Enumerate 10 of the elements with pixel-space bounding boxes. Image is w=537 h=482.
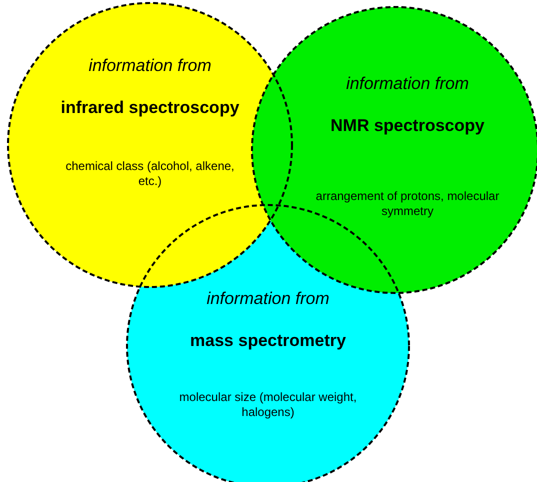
method-title: infrared spectroscopy — [60, 97, 240, 118]
intro-text: information from — [345, 73, 470, 94]
intro-text: information from — [88, 55, 212, 76]
method-title: mass spectrometry — [189, 330, 347, 351]
method-title: NMR spectroscopy — [330, 115, 486, 136]
description-text: molecular size (molecular weight, halogens) — [178, 390, 358, 420]
description-text: arrangement of protons, molecular symmetry — [314, 189, 500, 219]
intro-text: information from — [206, 288, 330, 309]
description-text: chemical class (alcohol, alkene, etc.) — [64, 159, 236, 189]
venn-circle — [6, 1, 294, 289]
